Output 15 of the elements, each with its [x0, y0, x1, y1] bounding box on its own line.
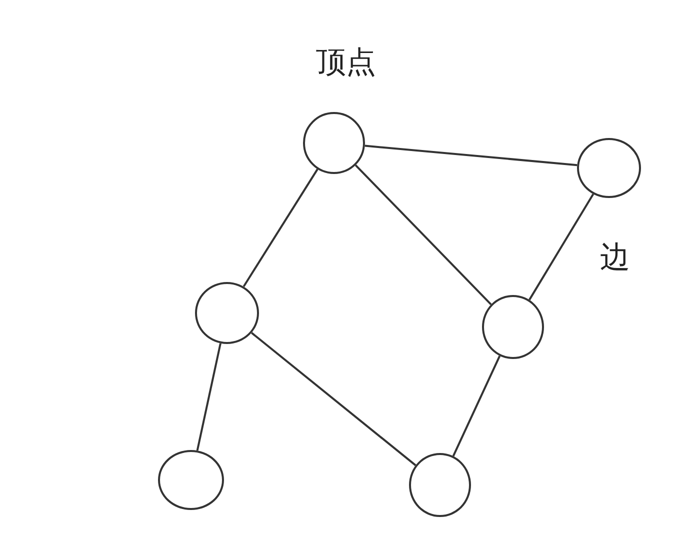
edge-line	[196, 343, 222, 451]
node-circle	[303, 112, 365, 174]
node-circle	[482, 295, 544, 359]
edge-line	[364, 144, 578, 166]
edge-line	[354, 164, 492, 306]
node-circle	[409, 453, 471, 517]
edge-line	[452, 355, 501, 457]
edge-line	[250, 332, 416, 466]
node-circle	[158, 450, 224, 510]
edge-line	[242, 168, 318, 288]
node-circle	[195, 282, 259, 344]
edge-line	[528, 194, 594, 300]
node-circle	[577, 138, 641, 198]
term-label: 边	[600, 243, 630, 273]
term-label: 顶点	[316, 48, 376, 78]
